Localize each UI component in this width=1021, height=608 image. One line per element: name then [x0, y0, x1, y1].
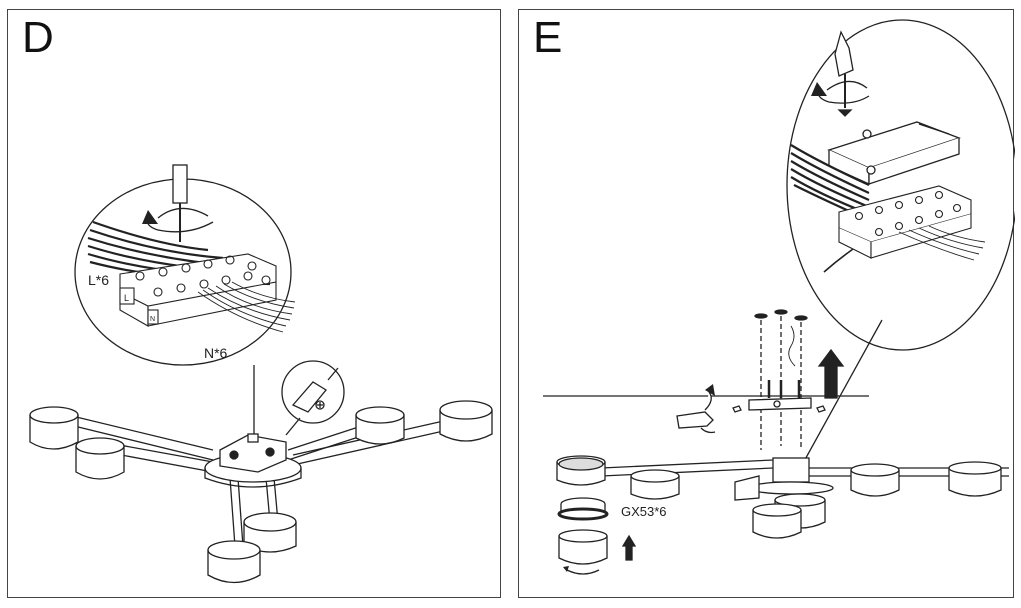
lamp-shade [29, 400, 493, 584]
screwdriver-icon [142, 164, 214, 242]
hand-rotate-icon [676, 384, 716, 434]
live-wire-label: L*6 [88, 272, 109, 288]
step-e-label: E [533, 13, 563, 62]
neutral-wires [898, 225, 986, 261]
neutral-wires [197, 281, 296, 333]
lamp-shade [558, 529, 608, 575]
terminal-block [119, 253, 277, 327]
terminal-cover [827, 121, 961, 186]
detail-leader-line [801, 319, 883, 466]
ground-connector-callout [281, 360, 345, 436]
screwdriver-icon [811, 30, 870, 117]
lift-arrow-icon [817, 348, 845, 399]
step-d-panel: D [7, 9, 501, 598]
gx53-bulb [557, 457, 609, 521]
lamp-shade [556, 455, 1002, 539]
step-e-panel: E [518, 9, 1015, 598]
bulb-label: GX53*6 [621, 504, 667, 519]
step-d-label: D [22, 13, 54, 62]
mounting-guides [754, 309, 808, 450]
detail-magnifier-circle [786, 19, 1015, 351]
terminal-block [838, 185, 972, 259]
terminal-l-mark: L [124, 293, 129, 303]
mounting-bracket [732, 397, 826, 413]
lift-arrow-icon [621, 534, 637, 561]
terminal-n-mark: N [150, 316, 155, 323]
neutral-wire-label: N*6 [204, 345, 228, 361]
canopy-hub [204, 433, 302, 488]
step-d-illustration: L N L*6 N*6 [29, 164, 493, 584]
canopy-hub [734, 457, 834, 501]
step-e-illustration: GX53*6 [543, 19, 1015, 575]
